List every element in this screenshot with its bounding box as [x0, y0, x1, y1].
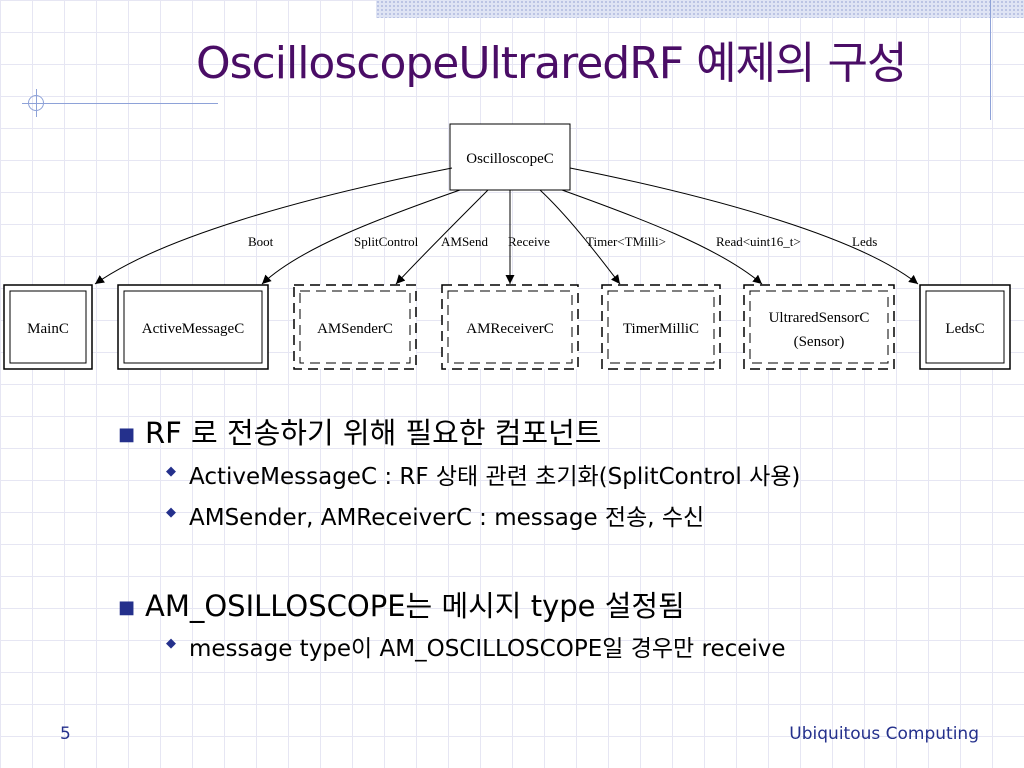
bullet-diamond-icon: ◆ [166, 464, 176, 479]
decorative-band [376, 0, 1024, 18]
bullet-2-text: AM_OSILLOSCOPE는 메시지 type 설정됨 [145, 589, 685, 623]
edge-boot [94, 167, 453, 285]
edge-label-boot: Boot [248, 234, 274, 249]
edge-leds [569, 167, 919, 285]
edge-label-receive: Receive [508, 234, 550, 249]
node-ledsc: LedsC [919, 284, 1011, 370]
bullet-diamond-icon: ◆ [166, 636, 176, 651]
node-amreceiverc-label: AMReceiverC [466, 321, 553, 337]
bullet-1-sub-1: ActiveMessageC : RF 상태 관련 초기화(SplitContr… [189, 464, 801, 490]
slide-title: OscilloscopeUltraredRF 예제의 구성 [196, 38, 908, 89]
bullet-1-text: RF 로 전송하기 위해 필요한 컴포넌트 [145, 416, 602, 450]
node-activemessagec: ActiveMessageC [117, 284, 269, 370]
node-amsenderc-label: AMSenderC [317, 321, 393, 337]
node-activemessagec-label: ActiveMessageC [142, 321, 244, 337]
footer-text: Ubiquitous Computing [789, 724, 979, 744]
bullet-diamond-icon: ◆ [166, 505, 176, 520]
crosshair-line-icon [36, 89, 37, 117]
node-timermillic-label: TimerMilliC [623, 321, 699, 337]
node-ledsc-label: LedsC [945, 321, 984, 337]
decorative-horizontal-line [22, 103, 218, 104]
edge-label-leds: Leds [852, 234, 877, 249]
edge-label-timer: Timer<TMilli> [586, 234, 666, 249]
node-ultraredsensorc-label: UltraredSensorC [769, 310, 870, 326]
edge-read [561, 189, 763, 285]
node-amreceiverc: AMReceiverC [441, 284, 579, 370]
bullet-2-sub-1: message type이 AM_OSCILLOSCOPE일 경우만 recei… [189, 636, 786, 662]
edge-label-splitcontrol: SplitControl [354, 234, 419, 249]
bullet-square-icon: ■ [118, 424, 136, 445]
bullet-square-icon: ■ [118, 597, 136, 618]
node-ultraredsensorc: UltraredSensorC (Sensor) [743, 284, 895, 370]
edge-amsend [395, 189, 489, 285]
edge-label-amsend: AMSend [441, 234, 488, 249]
node-ultraredsensorc-sublabel: (Sensor) [794, 334, 845, 350]
node-oscilloscope-label: OscilloscopeC [466, 151, 554, 167]
edge-splitcontrol [261, 189, 461, 285]
node-mainc-label: MainC [27, 321, 69, 337]
bullet-1-sub-2: AMSender, AMReceiverC : message 전송, 수신 [189, 505, 705, 531]
decorative-vertical-line [990, 0, 991, 120]
component-diagram: OscilloscopeC Boot SplitControl AMSend R… [3, 123, 1011, 370]
edge-label-read: Read<uint16_t> [716, 234, 801, 249]
edge-timer [539, 189, 621, 285]
node-timermillic: TimerMilliC [601, 284, 721, 370]
node-mainc: MainC [3, 284, 93, 370]
node-amsenderc: AMSenderC [293, 284, 417, 370]
page-number: 5 [60, 724, 71, 744]
node-oscilloscope: OscilloscopeC [449, 123, 571, 191]
